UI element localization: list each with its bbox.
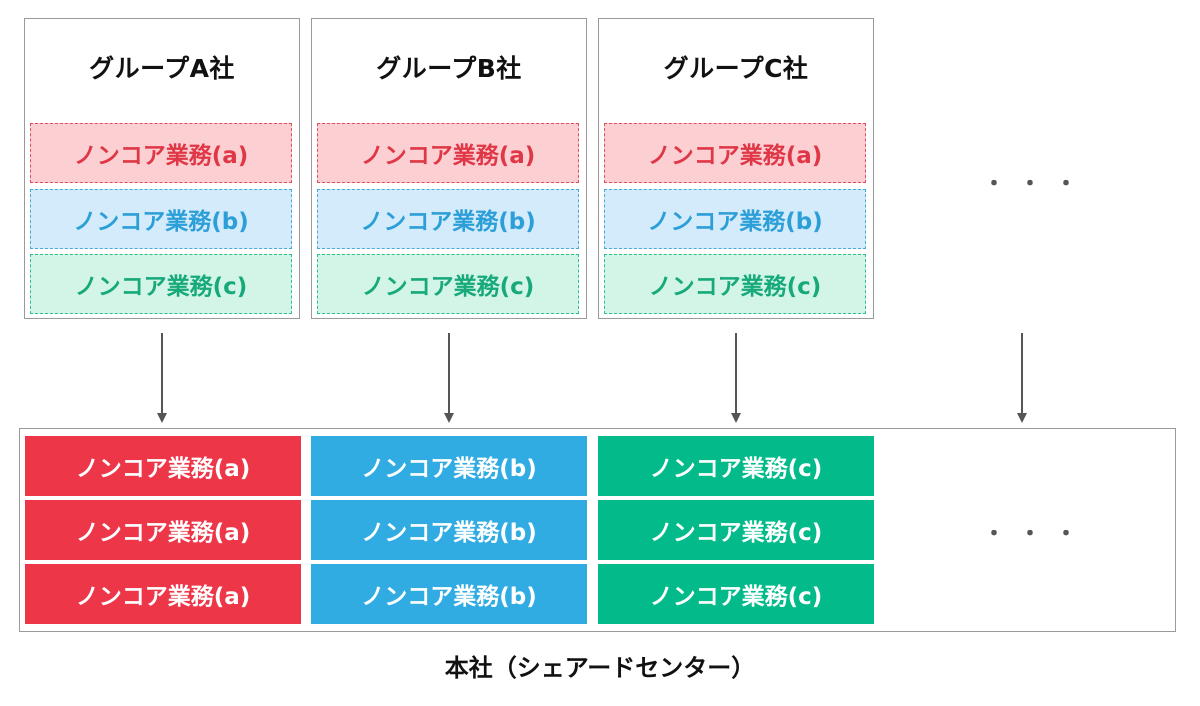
hq-cell-a: ノンコア業務(a) xyxy=(25,564,301,624)
company-box-a: グループA社 ノンコア業務(a) ノンコア業務(b) ノンコア業務(c) xyxy=(24,18,300,319)
company-title: グループB社 xyxy=(376,54,522,83)
headquarters-label: 本社（シェアードセンター） xyxy=(444,654,756,682)
company-box-b: グループB社 ノンコア業務(a) ノンコア業務(b) ノンコア業務(c) xyxy=(311,18,587,319)
headquarters-box xyxy=(19,428,1176,632)
hq-cell-b: ノンコア業務(b) xyxy=(311,436,587,496)
task-c: ノンコア業務(c) xyxy=(30,254,292,314)
hq-cell-b: ノンコア業務(b) xyxy=(311,564,587,624)
hq-cell-c: ノンコア業務(c) xyxy=(598,436,874,496)
more-tasks-ellipsis: ・・・ xyxy=(983,522,1092,547)
more-companies-ellipsis: ・・・ xyxy=(983,172,1092,197)
task-b: ノンコア業務(b) xyxy=(30,189,292,249)
task-a: ノンコア業務(a) xyxy=(317,123,579,183)
task-a: ノンコア業務(a) xyxy=(604,123,866,183)
task-a: ノンコア業務(a) xyxy=(30,123,292,183)
company-title: グループA社 xyxy=(89,54,235,83)
task-b: ノンコア業務(b) xyxy=(604,189,866,249)
task-c: ノンコア業務(c) xyxy=(317,254,579,314)
company-title: グループC社 xyxy=(663,54,809,83)
company-box-c: グループC社 ノンコア業務(a) ノンコア業務(b) ノンコア業務(c) xyxy=(598,18,874,319)
hq-cell-a: ノンコア業務(a) xyxy=(25,436,301,496)
hq-cell-b: ノンコア業務(b) xyxy=(311,500,587,560)
hq-cell-c: ノンコア業務(c) xyxy=(598,500,874,560)
task-b: ノンコア業務(b) xyxy=(317,189,579,249)
hq-cell-a: ノンコア業務(a) xyxy=(25,500,301,560)
hq-cell-c: ノンコア業務(c) xyxy=(598,564,874,624)
task-c: ノンコア業務(c) xyxy=(604,254,866,314)
